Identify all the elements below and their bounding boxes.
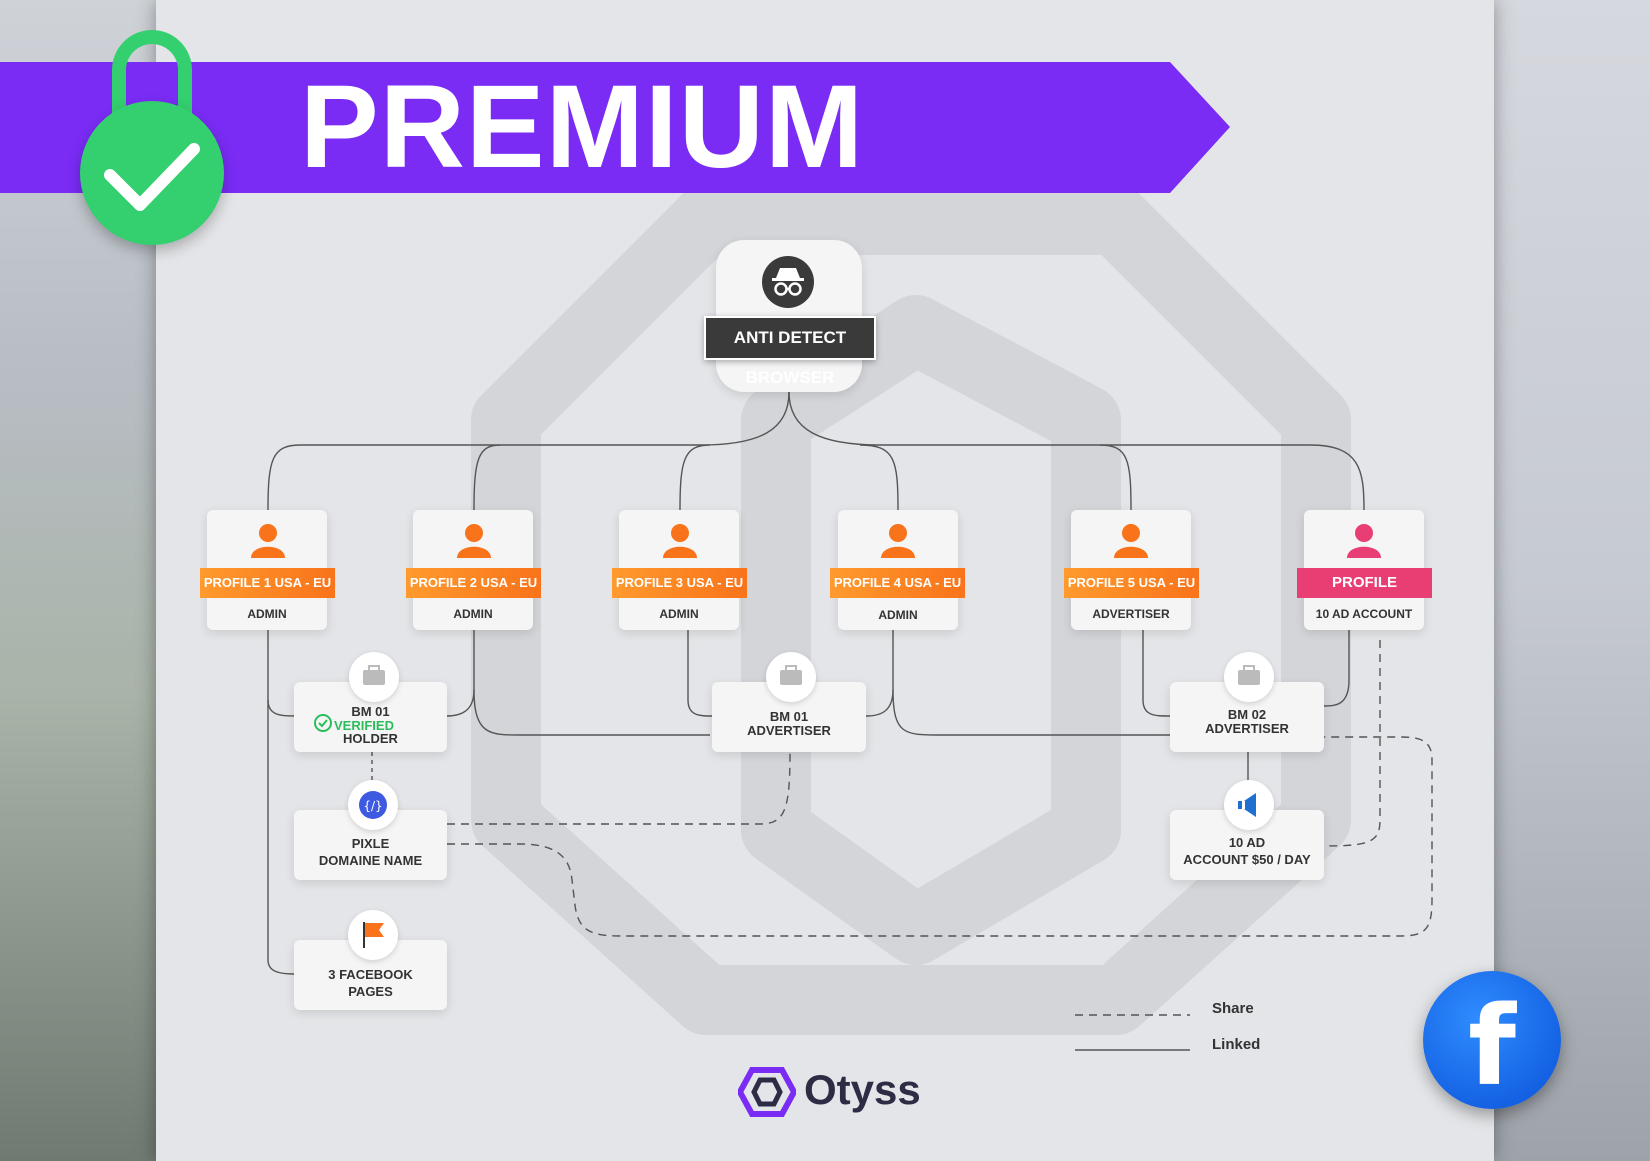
profile-tag-4: PROFILE 4 USA - EU <box>830 568 965 598</box>
legend-share-label: Share <box>1212 1000 1254 1017</box>
legend-linked-label: Linked <box>1212 1036 1261 1053</box>
svg-text:{/}: {/} <box>363 799 382 813</box>
otyss-logo-icon <box>736 1066 798 1118</box>
verified-check-icon <box>314 714 332 732</box>
facebook-pages-line2: PAGES <box>348 984 393 999</box>
banner-title: PREMIUM <box>300 61 865 193</box>
briefcase-icon <box>766 652 816 702</box>
bm01-holder-line3: HOLDER <box>343 731 398 746</box>
pixle-line2: DOMAINE NAME <box>318 853 423 868</box>
ad-account-line2: ACCOUNT $50 / DAY <box>1183 852 1311 867</box>
bm01-holder-line1: BM 01 <box>351 704 390 719</box>
profile-tag-3: PROFILE 3 USA - EU <box>612 568 747 598</box>
code-icon: {/} <box>348 780 398 830</box>
profile-role-2: ADMIN <box>453 607 493 621</box>
bm02-advertiser-line2: ADVERTISER <box>1205 721 1289 736</box>
user-icon <box>251 524 1148 558</box>
brand-name: Otyss <box>804 1066 921 1113</box>
pixle-line1: PIXLE <box>351 836 390 851</box>
megaphone-icon <box>1224 780 1274 830</box>
lock-icon <box>80 101 224 245</box>
profile-tag-6: PROFILE <box>1297 568 1432 598</box>
profile-role-5: ADVERTISER <box>1092 607 1170 621</box>
bm02-advertiser-line1: BM 02 <box>1227 707 1267 722</box>
facebook-letter: f <box>1468 982 1516 1110</box>
profile-role-3: ADMIN <box>659 607 699 621</box>
profile-role-4: ADMIN <box>878 608 918 622</box>
facebook-pages-line1: 3 FACEBOOK <box>328 967 413 982</box>
briefcase-icon <box>1224 652 1274 702</box>
profile-tag-1: PROFILE 1 USA - EU <box>200 568 335 598</box>
user-icon-pink <box>1347 524 1381 558</box>
facebook-icon: f <box>1423 971 1561 1110</box>
profile-role-1: ADMIN <box>247 607 287 621</box>
bm01-advertiser-line1: BM 01 <box>769 709 809 724</box>
profile-role-6: 10 AD ACCOUNT <box>1315 607 1413 621</box>
office-background-right <box>1490 0 1650 1161</box>
anti-detect-browser-label: ANTI DETECT BROWSER <box>704 316 876 387</box>
checkmark-icon <box>104 143 200 211</box>
ad-account-line1: 10 AD <box>1228 835 1266 850</box>
bm01-advertiser-line2: ADVERTISER <box>747 723 831 738</box>
profile-tag-5: PROFILE 5 USA - EU <box>1064 568 1199 598</box>
flag-icon <box>348 910 398 960</box>
profile-tag-2: PROFILE 2 USA - EU <box>406 568 541 598</box>
incognito-icon <box>762 256 814 308</box>
briefcase-icon <box>349 652 399 702</box>
bm01-verified-label: VERIFIED <box>334 718 394 733</box>
